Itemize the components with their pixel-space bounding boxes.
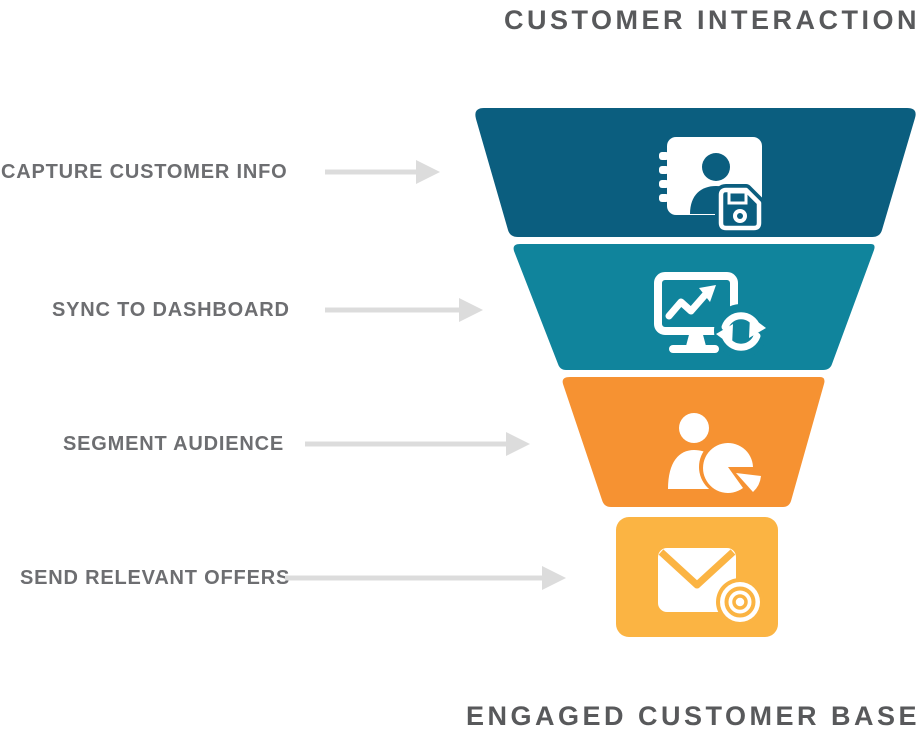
step-label-send-relevant-offers: SEND RELEVANT OFFERS (20, 567, 291, 589)
arrow-4-head (542, 566, 566, 590)
trend-line-icon (665, 291, 709, 320)
book-tab-icon (659, 166, 669, 174)
mail-target-icon (658, 548, 764, 626)
step-label-sync-to-dashboard: SYNC TO DASHBOARD (52, 299, 290, 321)
book-tab-icon (659, 194, 669, 202)
sync-arrow-head-right (749, 316, 766, 338)
book-tab-icon (659, 180, 669, 188)
envelope-flap (658, 549, 736, 589)
arrow-2 (325, 298, 483, 322)
arrow-3-head (506, 432, 530, 456)
arrow-1-head (416, 160, 440, 184)
audience-pie-icon (668, 413, 761, 496)
step-label-capture-customer-info: CAPTURE CUSTOMER INFO (1, 161, 288, 183)
arrow-4 (285, 566, 566, 590)
page-title: CUSTOMER INTERACTION (503, 5, 920, 35)
target-ring-outer (724, 586, 756, 618)
arrow-2-head (459, 298, 483, 322)
monitor-stand (686, 331, 706, 346)
monitor-base (669, 345, 719, 353)
arrow-3 (305, 432, 530, 456)
floppy-shutter (727, 190, 748, 205)
dashboard-sync-icon (654, 272, 768, 358)
person-head-cutout (702, 153, 730, 181)
footer-title: ENGAGED CUSTOMER BASE (465, 701, 920, 731)
step-label-segment-audience: SEGMENT AUDIENCE (63, 433, 284, 455)
sync-arrow-head-left (716, 324, 733, 346)
audience-head (679, 413, 709, 443)
trend-arrow-head (699, 285, 716, 302)
arrow-1 (325, 160, 440, 184)
target-ring-inner (732, 594, 748, 610)
contact-book-save-icon (659, 137, 765, 234)
floppy-hub-center (737, 213, 743, 219)
pie-slice-icon (736, 473, 761, 492)
book-tab-icon (659, 152, 669, 160)
pie-chart-icon (703, 442, 753, 493)
